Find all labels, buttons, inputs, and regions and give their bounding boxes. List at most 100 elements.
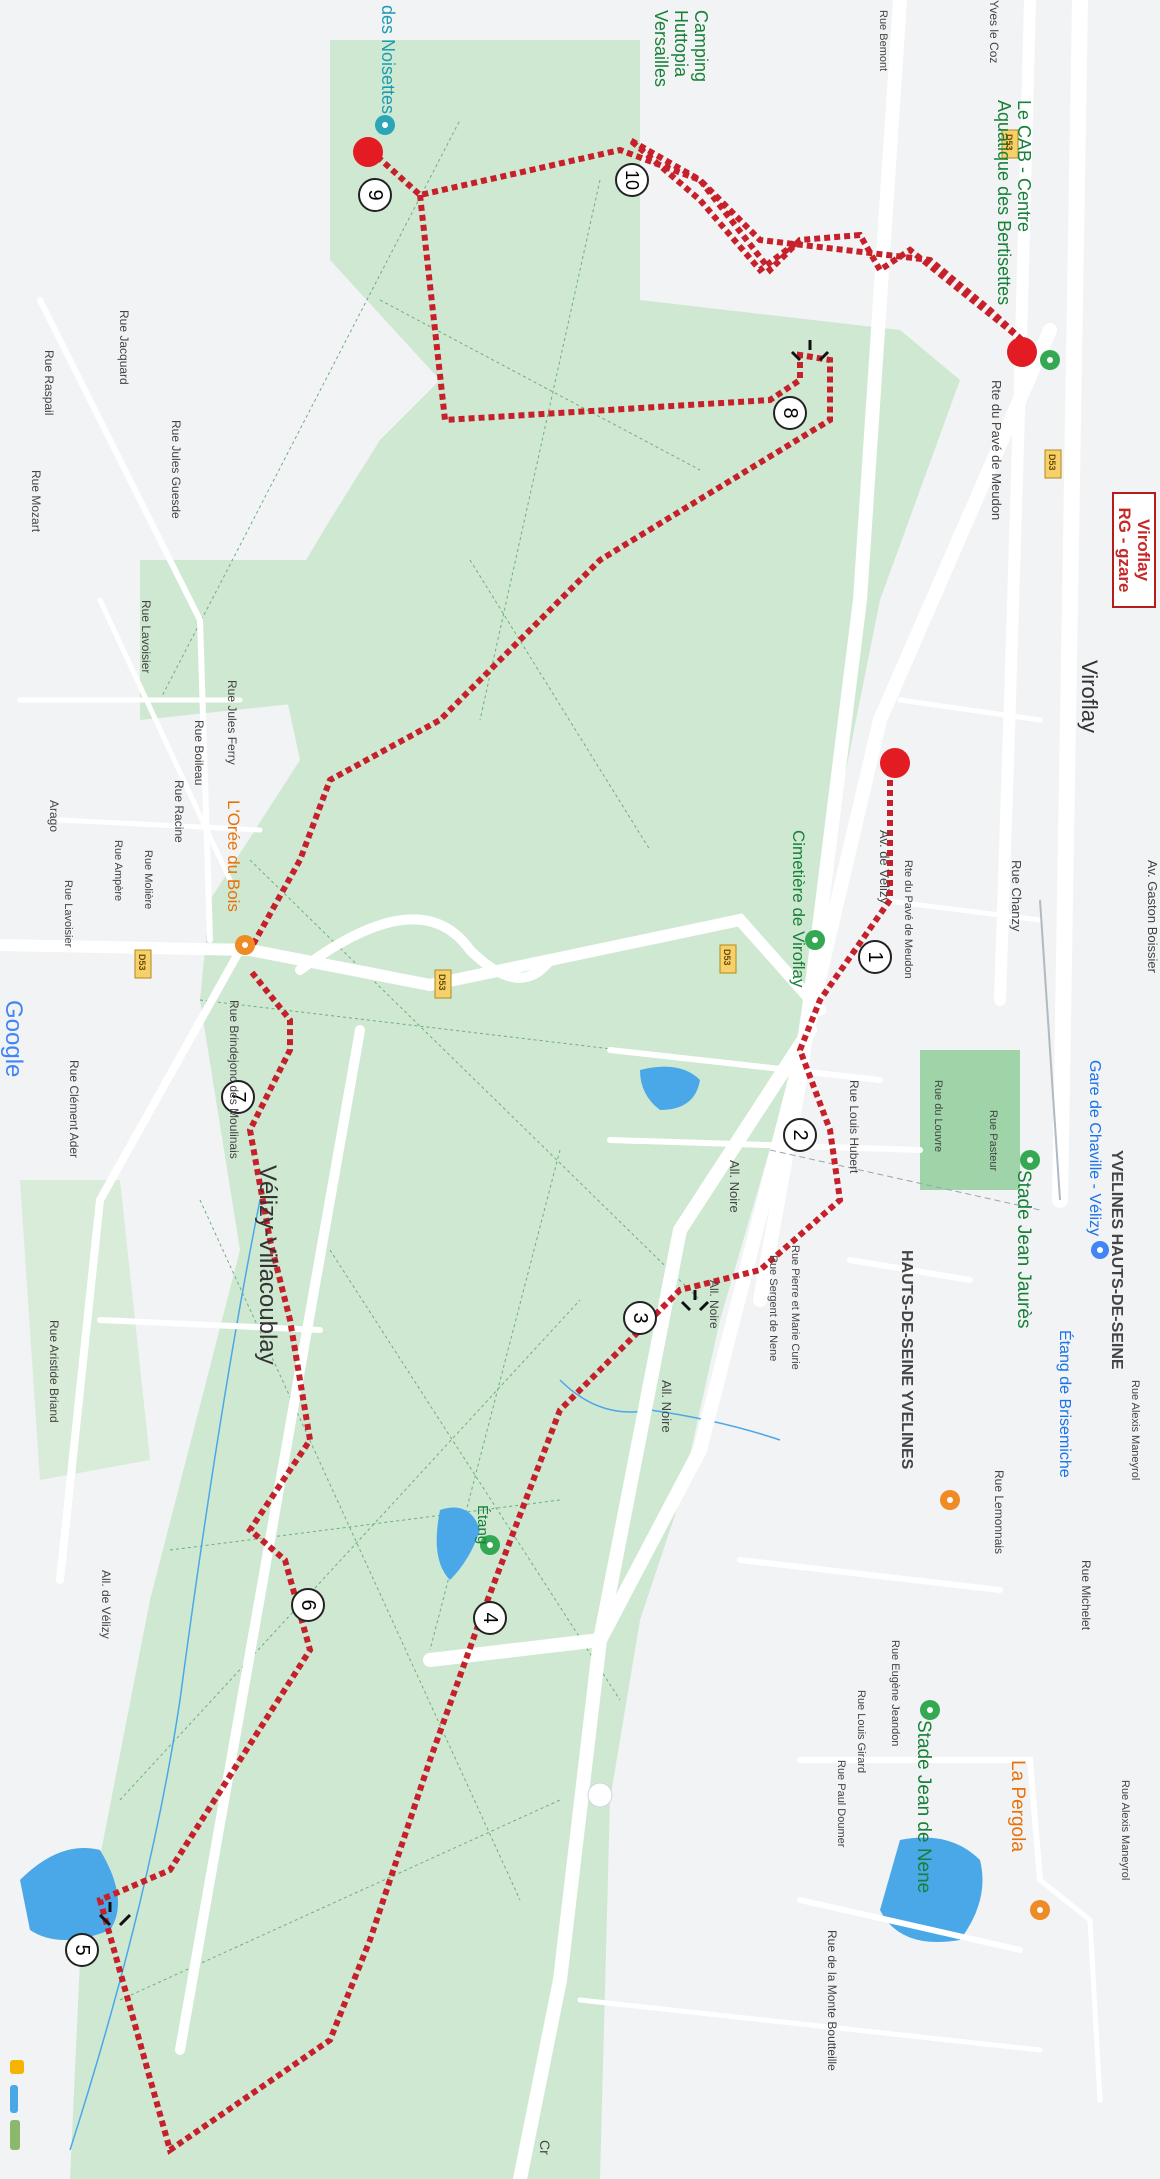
svg-text:Rue Aristide Briand: Rue Aristide Briand	[47, 1320, 61, 1423]
label-noisettes: des Noisettes	[378, 5, 398, 114]
svg-text:Cr: Cr	[537, 2140, 553, 2155]
start-dot-cab[interactable]	[1007, 337, 1037, 367]
pond-etang	[436, 1507, 480, 1580]
svg-text:Yves le Coz: Yves le Coz	[987, 0, 1001, 63]
road-shields	[134, 129, 1062, 999]
viewpoint-marks	[98, 340, 830, 1927]
label-cimetiere: Cimetière de Viroflay	[789, 830, 808, 988]
pin-oree	[235, 935, 255, 955]
svg-text:D53: D53	[1047, 454, 1057, 471]
svg-text:10: 10	[622, 170, 642, 190]
svg-text:D53: D53	[437, 974, 447, 991]
label-stade-jaures: Stade Jean Jaurès	[1013, 1170, 1034, 1328]
svg-text:Rue Lemonnais: Rue Lemonnais	[992, 1470, 1006, 1554]
svg-text:Rue Eugène Jeandon: Rue Eugène Jeandon	[889, 1640, 901, 1746]
map-title-line2: RG - gzare	[1115, 507, 1134, 593]
pegman-icon[interactable]	[10, 2060, 24, 2074]
label-stade-nene: Stade Jean de Nene	[913, 1720, 934, 1893]
step-marker-10: 10	[615, 163, 649, 197]
svg-text:Rue Pasteur: Rue Pasteur	[987, 1110, 999, 1171]
svg-text:Rue Jules Guesde: Rue Jules Guesde	[169, 420, 183, 519]
svg-text:9: 9	[364, 189, 386, 200]
map-type-icon[interactable]	[10, 2120, 20, 2150]
stream	[69, 1199, 261, 2151]
poi-pins[interactable]	[235, 115, 1109, 1920]
pin-stade-nene	[920, 1700, 940, 1720]
pond-allee-noire	[640, 1066, 700, 1110]
viewpoint-icon	[790, 340, 830, 362]
svg-text:Rue Alexis Maneyrol: Rue Alexis Maneyrol	[1119, 1780, 1131, 1880]
svg-text:Rue Pierre et Marie Curie: Rue Pierre et Marie Curie	[789, 1245, 801, 1370]
step-marker-4: 4	[473, 1601, 507, 1635]
pin-cab	[1040, 350, 1060, 370]
label-camping-2: Huttopia	[671, 10, 691, 78]
svg-text:All. Noire: All. Noire	[707, 1280, 721, 1329]
label-oree: L'Orée du Bois	[224, 800, 243, 912]
place-labels: Viroflay Vélizy-Villacoublay Gare de Cha…	[0, 5, 1125, 1893]
lake-brise	[880, 1837, 983, 1942]
start-dot-noisettes[interactable]	[353, 137, 383, 167]
label-gare: Gare de Chaville - Vélizy	[1086, 1060, 1103, 1236]
stadium-field	[920, 1050, 1020, 1190]
label-etang-brise: Étang de Brisemiche	[1056, 1330, 1075, 1478]
label-camping-1: Camping	[691, 10, 711, 82]
label-cab-2: Aquatique des Bertisettes	[994, 100, 1014, 305]
water-bodies	[20, 1066, 983, 1942]
shield-labels: D53 D53 D53 D53 D53	[137, 134, 1057, 991]
department-boundary	[769, 1149, 1041, 1211]
map-title-line1: Viroflay	[1134, 518, 1153, 582]
svg-text:D53: D53	[722, 949, 732, 966]
svg-text:Rue Raspail: Rue Raspail	[42, 350, 56, 415]
svg-text:Rue Sergent de Nene: Rue Sergent de Nene	[767, 1255, 779, 1361]
svg-text:All. de Vélizy: All. de Vélizy	[99, 1570, 113, 1639]
road-network	[0, 0, 1103, 2179]
pin-gare	[1091, 1241, 1109, 1259]
label-viroflay: Viroflay	[1077, 660, 1102, 733]
svg-text:Rue Molière: Rue Molière	[142, 850, 154, 909]
svg-text:Rue Louis Girard: Rue Louis Girard	[855, 1690, 867, 1773]
svg-text:Rue Boileau: Rue Boileau	[192, 720, 206, 785]
roundabout	[587, 1782, 613, 1808]
svg-text:2: 2	[789, 1129, 811, 1140]
label-hds-yvelines: HAUTS-DE-SEINE YVELINES	[898, 1250, 915, 1470]
hiking-route	[96, 137, 1025, 2155]
step-marker-8: 8	[773, 396, 807, 430]
svg-text:8: 8	[779, 407, 801, 418]
svg-text:Rue Louis Hubert: Rue Louis Hubert	[847, 1080, 861, 1174]
pin-etang	[480, 1535, 500, 1555]
label-camping-3: Versailles	[651, 10, 671, 87]
svg-text:Rte du Pavé de Meudon: Rte du Pavé de Meudon	[989, 380, 1004, 520]
svg-text:Rte du Pavé de Meudon: Rte du Pavé de Meudon	[902, 860, 914, 979]
step-marker-9: 9	[358, 178, 392, 212]
label-yvelines-hds: YVELINES HAUTS-DE-SEINE	[1108, 1150, 1125, 1370]
svg-text:Av. de Vélizy: Av. de Vélizy	[877, 830, 892, 904]
pin-pergola	[1030, 1900, 1050, 1920]
svg-text:Rue Michelet: Rue Michelet	[1079, 1560, 1093, 1631]
svg-text:Av. Gaston Boissier: Av. Gaston Boissier	[1145, 860, 1160, 974]
pin-cemetery	[805, 930, 825, 950]
svg-text:Rue Ampère: Rue Ampère	[112, 840, 124, 901]
svg-text:Rue Mozart: Rue Mozart	[29, 470, 43, 533]
step-marker-5: 5	[65, 1933, 99, 1967]
svg-text:D53: D53	[137, 954, 147, 971]
label-pergola: La Pergola	[1007, 1760, 1028, 1852]
layers-icon[interactable]	[10, 2085, 18, 2113]
pin-stade-jaures	[1020, 1150, 1040, 1170]
lake-ursine	[20, 1848, 118, 1940]
start-dot-velizy[interactable]	[880, 748, 910, 778]
svg-text:Rue Brindejonc des Moulinais: Rue Brindejonc des Moulinais	[227, 1000, 241, 1159]
label-etang: Étang	[474, 1505, 491, 1544]
svg-text:All. Noire: All. Noire	[659, 1380, 674, 1433]
pin-restaurant	[940, 1490, 960, 1510]
svg-text:Rue du Louvre: Rue du Louvre	[932, 1080, 944, 1152]
pin-noisettes	[375, 115, 395, 135]
svg-text:Rue Lavoisier: Rue Lavoisier	[62, 880, 74, 948]
step-marker-3: 3	[623, 1301, 657, 1335]
step-marker-1: 1	[858, 940, 892, 974]
svg-text:Rue Jacquard: Rue Jacquard	[117, 310, 131, 385]
svg-text:D53: D53	[1004, 134, 1014, 151]
svg-text:All. Noire: All. Noire	[727, 1160, 742, 1213]
